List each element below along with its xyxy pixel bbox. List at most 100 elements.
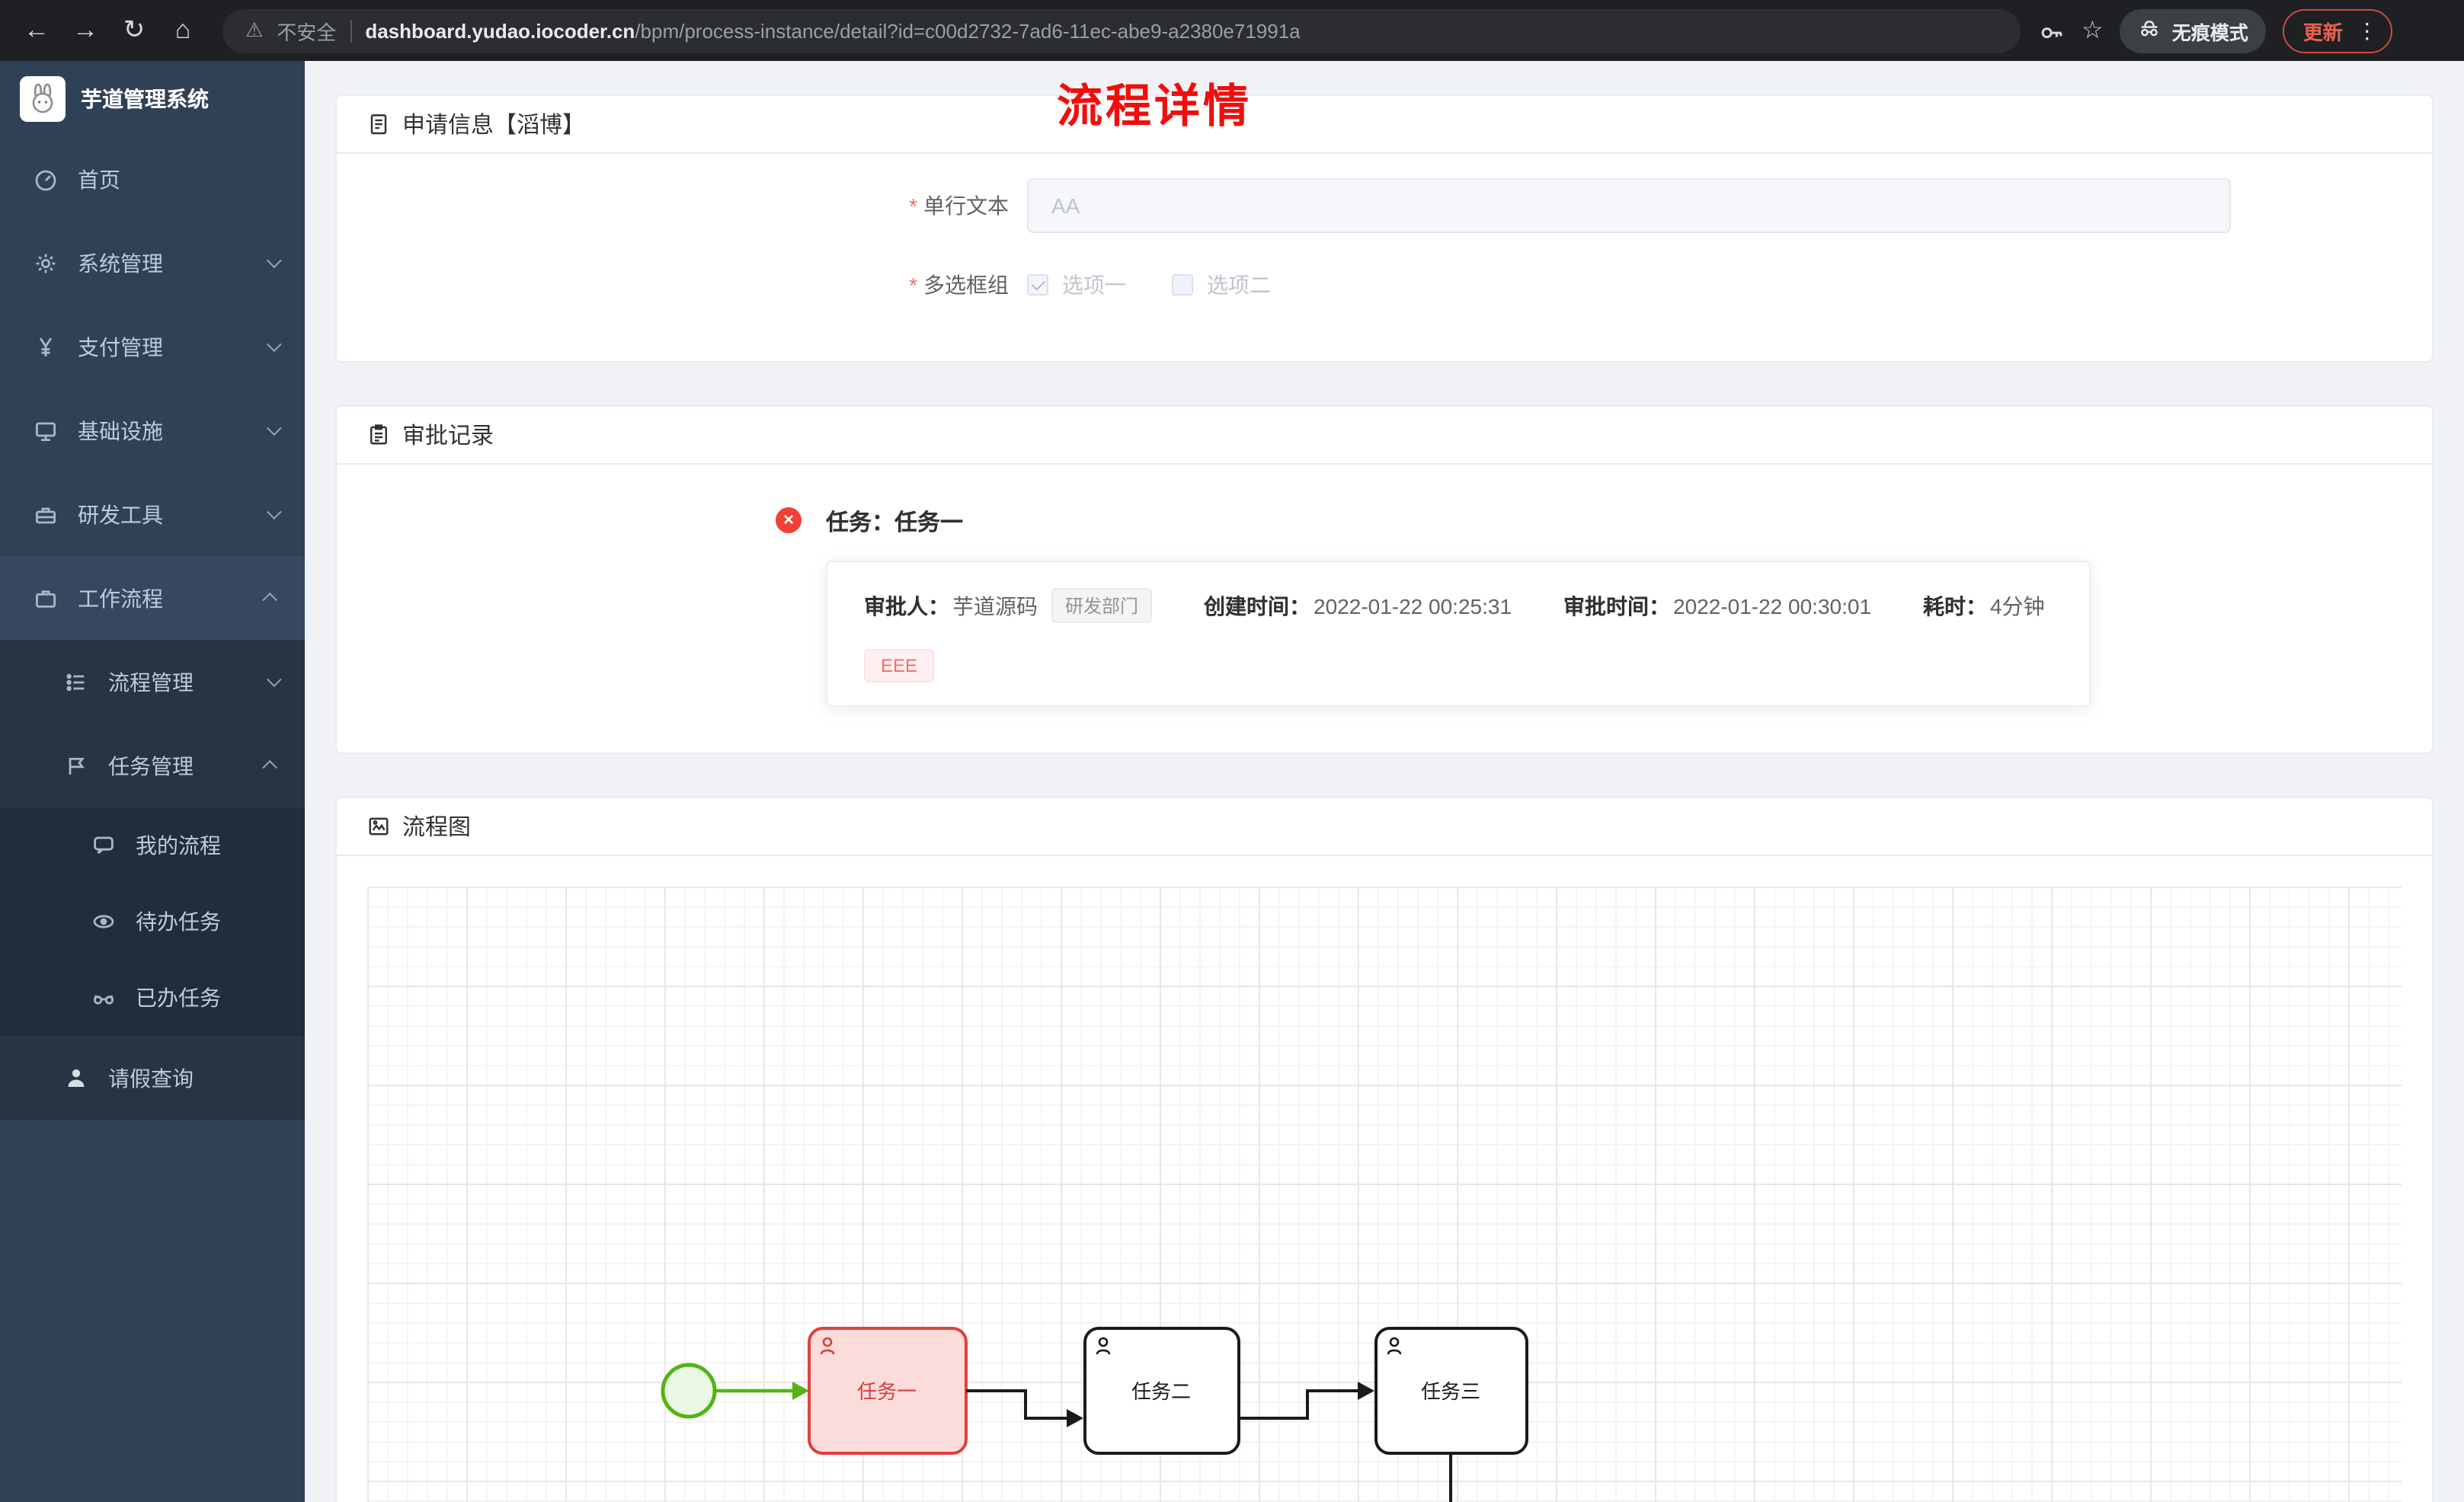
sidebar-item-done-tasks[interactable]: 已办任务 [0, 960, 305, 1036]
yen-icon [34, 334, 58, 359]
approval-timeline: × 任务：任务一 审批人： 芋道源码 研发部门 创建时间： 2022-01-22 [337, 465, 2432, 753]
checkbox-unchecked-icon [1172, 274, 1193, 296]
browser-update-button[interactable]: 更新 ⋮ [2283, 8, 2393, 53]
sidebar-item-label: 请假查询 [108, 1066, 194, 1090]
apply-info-card: 申请信息【滔博】 *单行文本 *多选框组 选项一 [335, 94, 2434, 363]
todo-eye-icon [91, 909, 116, 934]
chevron-down-icon [266, 504, 282, 520]
approver-name: 芋道源码 [952, 593, 1038, 618]
sidebar-item-label: 工作流程 [78, 586, 163, 610]
rejected-status-icon: × [776, 507, 802, 533]
user-task-icon [820, 1337, 835, 1355]
user-task-icon [1096, 1337, 1111, 1355]
sidebar-item-label: 系统管理 [78, 251, 163, 275]
reason-tag: EEE [864, 649, 935, 682]
toolbar-right: ☆ 无痕模式 更新 ⋮ [2039, 8, 2399, 53]
start-event-node[interactable] [661, 1363, 717, 1419]
back-icon[interactable]: ← [15, 9, 58, 52]
update-label: 更新 [2302, 21, 2343, 43]
process-diagram-body: 任务一 任务二 [337, 856, 2432, 1502]
app-logo-icon [20, 76, 66, 122]
task-flag-icon [64, 753, 88, 778]
bookmark-star-icon[interactable]: ☆ [2082, 15, 2104, 46]
home-icon[interactable]: ⌂ [162, 9, 204, 52]
sidebar-item-process-mgmt[interactable]: 流程管理 [0, 640, 305, 724]
approve-time-value: 2022-01-22 00:30:01 [1673, 593, 1872, 618]
text-field-label: *单行文本 [909, 193, 1009, 218]
bpmn-diagram: 任务一 任务二 [661, 1327, 1528, 1502]
sidebar-item-label: 首页 [78, 167, 120, 191]
app-title: 芋道管理系统 [81, 87, 209, 111]
sidebar-item-workflow[interactable]: 工作流程 [0, 556, 305, 640]
sidebar-item-my-process[interactable]: 我的流程 [0, 807, 305, 884]
user-task-icon [1387, 1337, 1402, 1355]
chevron-down-icon [266, 337, 282, 353]
task-node-1[interactable]: 任务一 [808, 1327, 968, 1455]
page-title: 流程详情 [1057, 82, 1252, 133]
page-url: dashboard.yudao.iocoder.cn/bpm/process-i… [365, 19, 1300, 42]
sidebar-item-home[interactable]: 首页 [0, 137, 305, 221]
diagram-icon [367, 815, 390, 838]
approval-detail-line: 审批人： 芋道源码 研发部门 创建时间： 2022-01-22 00:25:31… [864, 588, 2053, 623]
record-icon [367, 423, 390, 446]
omnibox-divider [350, 19, 352, 42]
sidebar-item-task-mgmt[interactable]: 任务管理 [0, 724, 305, 807]
url-path: /bpm/process-instance/detail?id=c00d2732… [635, 19, 1301, 42]
sidebar-item-label: 支付管理 [78, 334, 163, 359]
task-node-2[interactable]: 任务二 [1083, 1327, 1240, 1455]
password-key-icon[interactable] [2039, 18, 2065, 43]
sequence-flow-task1-task2 [966, 1389, 1083, 1427]
form-row-checkbox: *多选框组 选项一 选项二 [367, 270, 2402, 300]
checkbox-option-2[interactable]: 选项二 [1172, 270, 1271, 300]
sequence-flow-task2-task3 [1239, 1382, 1374, 1420]
sidebar-item-label: 研发工具 [78, 502, 163, 526]
gear-icon [34, 251, 58, 275]
forward-icon[interactable]: → [64, 9, 107, 52]
chevron-down-icon [266, 253, 282, 269]
create-time-field: 创建时间： 2022-01-22 00:25:31 [1204, 590, 1512, 621]
task-node-label: 任务一 [857, 1380, 917, 1403]
sidebar-item-todo-tasks[interactable]: 待办任务 [0, 884, 305, 960]
approval-record-card: 审批记录 × 任务：任务一 审批人： 芋道源码 研发部门 [335, 405, 2434, 754]
browser-toolbar: ← → ↻ ⌂ ⚠ 不安全 dashboard.yudao.iocoder.cn… [0, 0, 2464, 61]
browser-menu-icon[interactable]: ⋮ [2356, 18, 2378, 42]
address-bar[interactable]: ⚠ 不安全 dashboard.yudao.iocoder.cn/bpm/pro… [222, 8, 2021, 53]
sequence-flow-start-task1 [715, 1382, 809, 1400]
create-time-value: 2022-01-22 00:25:31 [1314, 593, 1512, 618]
monitor-icon [34, 418, 58, 443]
task-node-3[interactable]: 任务三 [1374, 1327, 1528, 1455]
timeline-item: × 任务：任务一 审批人： 芋道源码 研发部门 创建时间： 2022-01-22 [367, 506, 2402, 707]
sidebar-item-infra[interactable]: 基础设施 [0, 388, 305, 472]
checkbox-option-1[interactable]: 选项一 [1027, 270, 1126, 300]
my-process-icon [91, 833, 116, 858]
checkbox-checked-icon [1027, 274, 1048, 296]
dashboard-icon [34, 167, 58, 191]
sidebar-item-leave-query[interactable]: 请假查询 [0, 1036, 305, 1120]
sidebar-item-label: 基础设施 [78, 418, 163, 443]
chevron-up-icon [262, 592, 278, 608]
person-icon [64, 1066, 88, 1090]
sidebar-item-label: 待办任务 [136, 909, 221, 934]
chevron-down-icon [266, 420, 282, 436]
apply-form: *单行文本 *多选框组 选项一 选项二 [337, 154, 2432, 361]
approval-record-card-header: 审批记录 [337, 407, 2432, 465]
timeline-task-title: 任务：任务一 [826, 510, 964, 536]
sidebar-item-system[interactable]: 系统管理 [0, 221, 305, 305]
not-secure-warning-icon: ⚠ [245, 18, 264, 41]
duration-label: 耗时： [1923, 593, 1988, 618]
sidebar-item-devtools[interactable]: 研发工具 [0, 472, 305, 556]
sidebar-item-label: 任务管理 [108, 753, 194, 778]
reload-icon[interactable]: ↻ [113, 9, 155, 52]
approver-label: 审批人： [864, 593, 949, 618]
app-logo[interactable]: 芋道管理系统 [0, 61, 305, 137]
incognito-label: 无痕模式 [2171, 22, 2248, 43]
bpmn-canvas[interactable]: 任务一 任务二 [367, 887, 2402, 1502]
sidebar-item-payment[interactable]: 支付管理 [0, 305, 305, 388]
apply-info-card-header: 申请信息【滔博】 [337, 96, 2432, 154]
single-line-text-input[interactable] [1027, 178, 2231, 233]
apply-info-card-title: 申请信息【滔博】 [402, 113, 586, 139]
task-submenu: 我的流程 待办任务 已办任务 [0, 807, 305, 1036]
approval-reason-line: EEE [864, 649, 2053, 682]
duration-field: 耗时： 4分钟 [1923, 590, 2045, 621]
url-host: dashboard.yudao.iocoder.cn [365, 19, 635, 42]
